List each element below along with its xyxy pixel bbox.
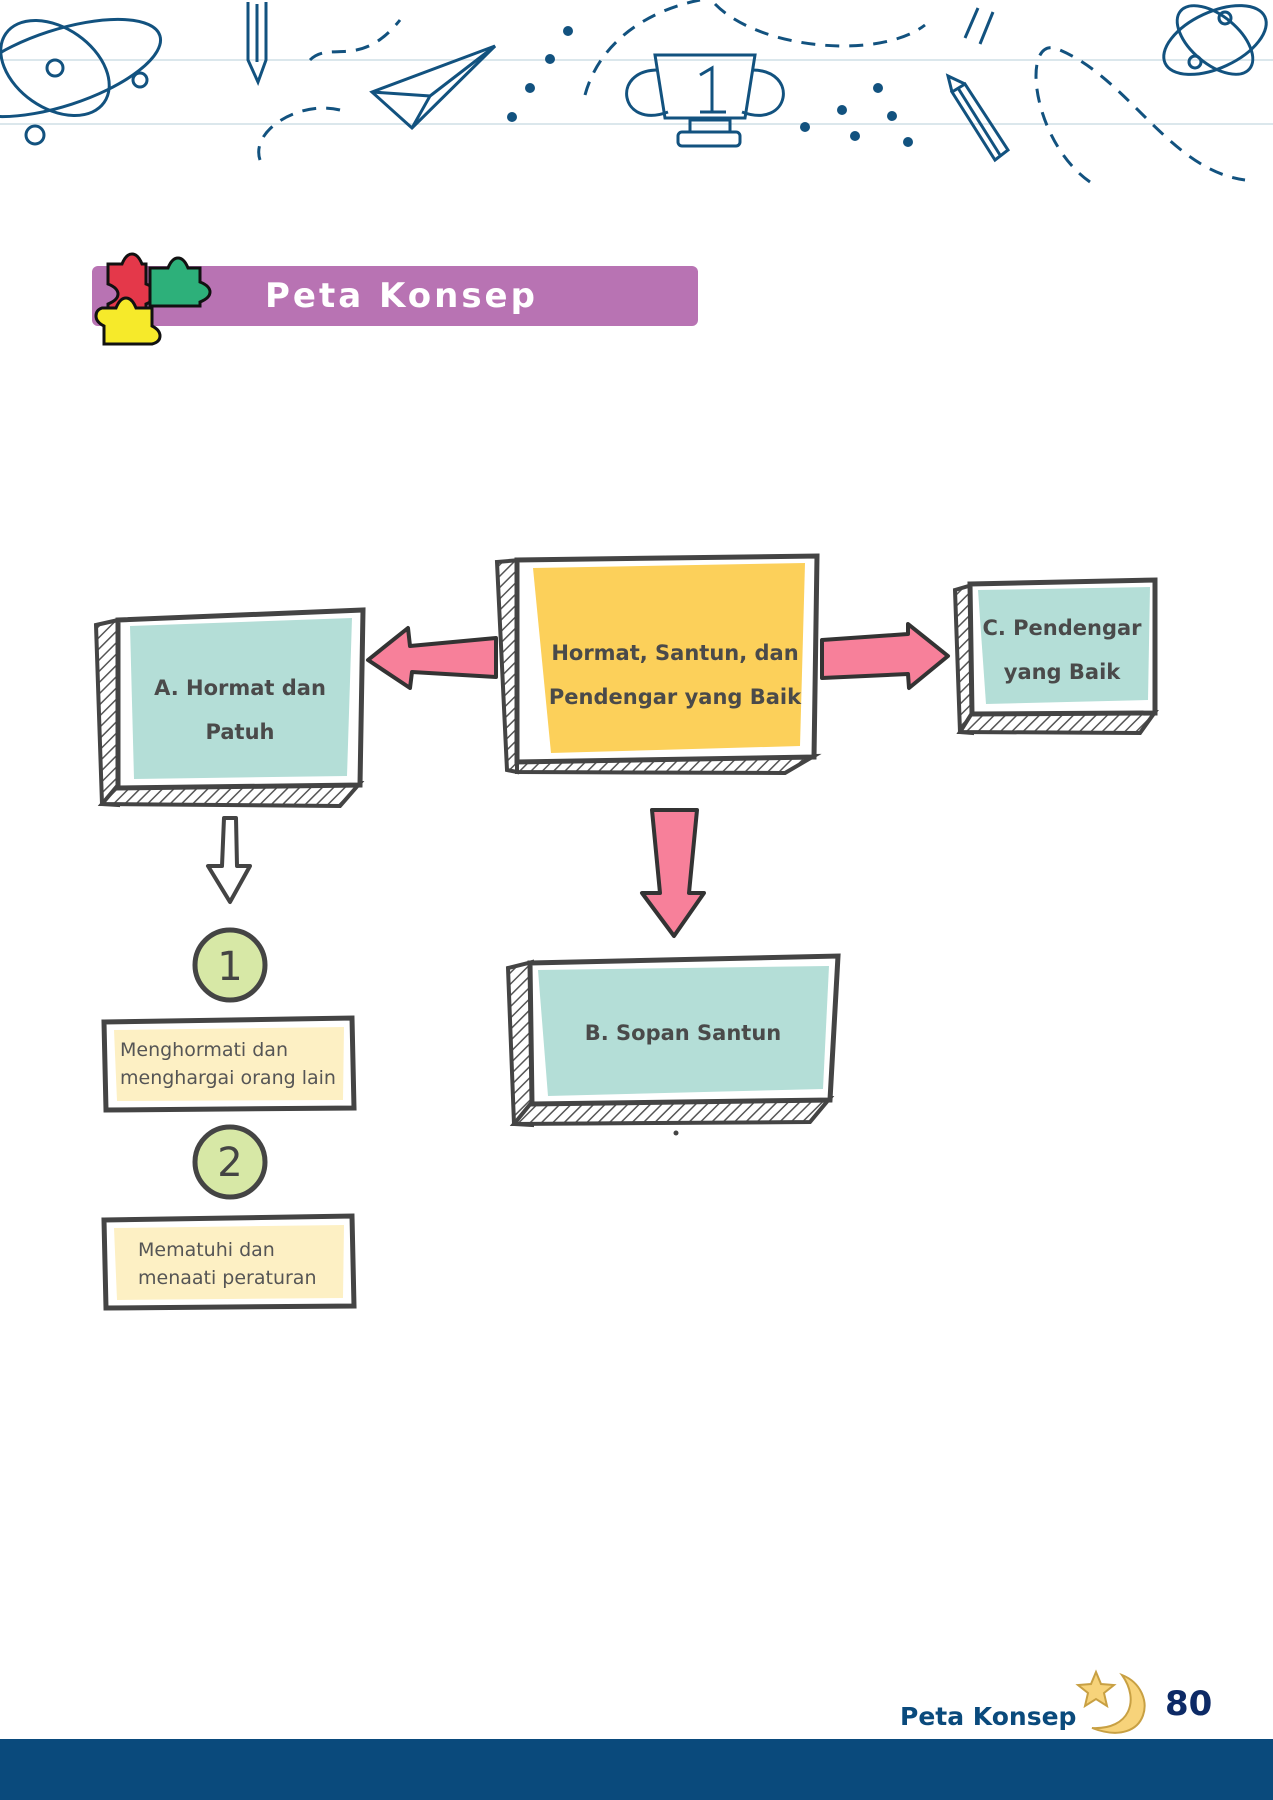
atom-doodle: [0, 17, 163, 146]
box-b-label: B. Sopan Santun: [584, 1021, 782, 1045]
item-2-badge: 2: [192, 1124, 268, 1200]
atom-doodle-2: [1162, 4, 1268, 76]
footer-bar: [0, 1739, 1273, 1800]
box-a-label: A. Hormat dan Patuh: [154, 676, 326, 744]
arrow-down-outline: [206, 816, 252, 904]
item-1-text: Menghormati dan menghargai orang lain: [120, 1039, 336, 1089]
box-c: [952, 577, 1159, 736]
paper-plane-doodle: [369, 44, 497, 131]
center-box: [494, 553, 822, 776]
dots-doodle: [507, 26, 913, 147]
svg-text:2: 2: [217, 1140, 242, 1186]
pencil-doodle: [246, 2, 268, 86]
header-doodles: [0, 0, 1273, 184]
arrow-right: [820, 622, 950, 690]
box-a: [93, 607, 366, 809]
box-c-label: C. Pendengar yang Baik: [982, 616, 1142, 684]
box-b: [505, 953, 841, 1136]
item-1-badge: 1: [192, 927, 268, 1003]
arrow-left: [366, 626, 498, 690]
pencil-doodle-2: [945, 73, 1011, 163]
center-box-label: Hormat, Santun, dan Pendengar yang Baik: [548, 641, 802, 709]
item-2-text: Mematuhi dan menaati peraturan: [138, 1239, 317, 1289]
moon-icon: [1091, 1672, 1146, 1734]
trophy-doodle: [625, 53, 785, 148]
page-title: Peta Konsep: [265, 276, 538, 316]
arrow-down: [640, 808, 706, 938]
svg-text:1: 1: [217, 944, 242, 990]
page-number: 80: [1165, 1684, 1213, 1724]
item-2-box: [101, 1213, 357, 1311]
item-1-box: [101, 1015, 357, 1113]
puzzle-icon: [94, 252, 212, 346]
star-icon: [1075, 1669, 1117, 1709]
footer-section-label: Peta Konsep: [900, 1702, 1077, 1731]
concept-map: 1 2: [93, 553, 1159, 1311]
